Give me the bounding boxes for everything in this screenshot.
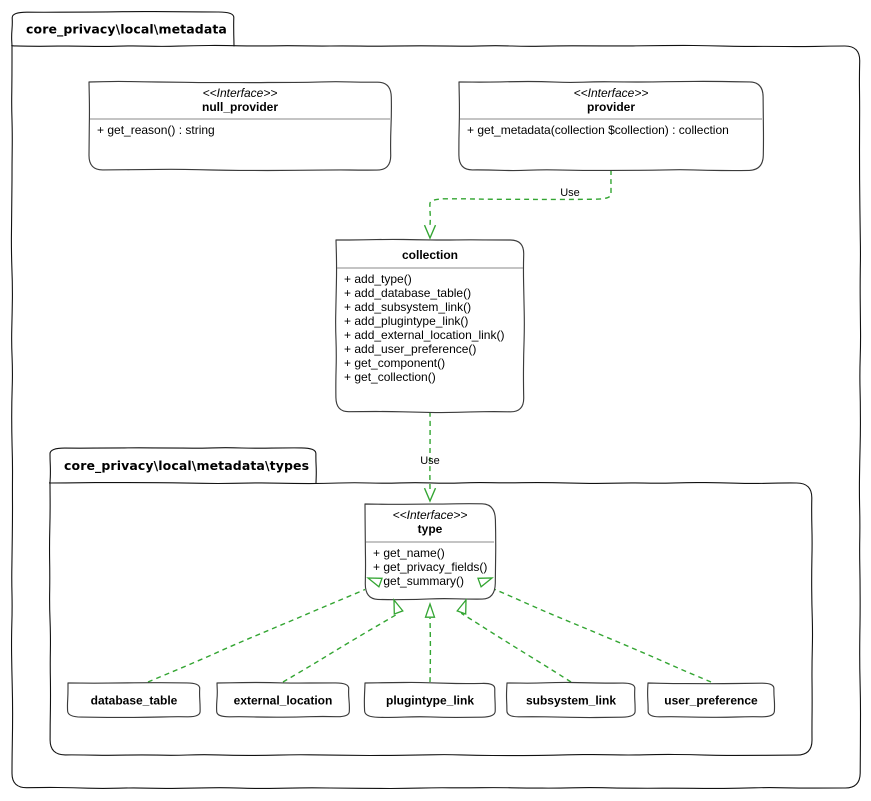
arrowhead-realization-user-preference (477, 577, 494, 588)
class-box-border (216, 681, 350, 718)
arrowhead-realization-database-table (366, 577, 383, 588)
class-box-plugintype-link[interactable]: plugintype_link (363, 681, 496, 719)
class-box-user-preference[interactable]: user_preference (647, 682, 776, 718)
class-box-background (89, 82, 391, 170)
class-name: null_provider (202, 100, 278, 114)
arrowhead-use-type (423, 487, 437, 503)
class-name: provider (587, 100, 635, 114)
arrowhead-realization-external-location (393, 598, 404, 615)
class-stereotype: <<Interface>> (574, 86, 649, 100)
class-box-background (217, 683, 349, 717)
class-member: + add_database_table() (344, 286, 471, 300)
class-member: + get_reason() : string (97, 123, 215, 137)
realization-subsystem-link-to-type (460, 612, 572, 683)
class-member: + add_user_preference() (344, 342, 476, 356)
class-box-background (365, 504, 495, 599)
class-stereotype: <<Interface>> (203, 86, 278, 100)
class-boxes-layer: <<Interface>>null_provider+ get_reason()… (66, 80, 776, 719)
class-box-collection[interactable]: collection + add_type()+ add_database_tab… (335, 238, 525, 414)
class-box-background (336, 240, 524, 412)
package-label: core_privacy\local\metadata (26, 22, 227, 38)
arrowheads-layer (366, 224, 494, 618)
class-name: user_preference (664, 694, 758, 708)
edge-label: Use (560, 187, 580, 199)
class-box-border (458, 80, 765, 172)
class-member: + get_privacy_fields() (373, 560, 487, 574)
class-box-external-location[interactable]: external_location (216, 681, 350, 718)
arrowhead-realization-plugintype-link (424, 601, 436, 618)
package-core-privacy-local-metadata[interactable]: core_privacy\local\metadata (10, 11, 862, 790)
class-box-database-table[interactable]: database_table (66, 682, 201, 719)
class-box-border (364, 503, 497, 601)
class-box-border (505, 681, 636, 719)
class-name: type (418, 522, 443, 536)
class-name: plugintype_link (386, 694, 474, 708)
class-box-background (365, 683, 495, 717)
realization-user-preference-to-type (478, 582, 712, 683)
class-box-background (68, 683, 200, 717)
class-box-background (648, 683, 774, 717)
class-box-border (66, 682, 201, 719)
realization-database-table-to-type (147, 582, 382, 683)
arrowhead-realization-subsystem-link (456, 598, 467, 615)
class-member: + add_plugintype_link() (344, 314, 468, 328)
class-member: + add_type() (344, 272, 412, 286)
edge-label: Use (420, 455, 440, 467)
class-stereotype: <<Interface>> (393, 508, 468, 522)
class-member: + get_summary() (373, 574, 464, 588)
package-body-shape (48, 481, 814, 757)
class-name: database_table (91, 694, 178, 708)
arrowhead-use-collection (423, 224, 437, 240)
class-box-border (335, 238, 525, 414)
class-member: + add_external_location_link() (344, 328, 504, 342)
realization-external-location-to-type (282, 612, 400, 683)
relation-label-use-provider-collection: Use (560, 187, 580, 199)
class-box-background (459, 82, 763, 170)
package-label: core_privacy\local\metadata\types (64, 458, 309, 474)
class-member: + get_metadata(collection $collection) :… (467, 123, 729, 137)
package-core-privacy-local-metadata-types[interactable]: core_privacy\local\metadata\types (48, 447, 814, 757)
package-body-shape (10, 44, 862, 790)
class-name: collection (402, 248, 458, 262)
class-box-null-provider[interactable]: <<Interface>>null_provider + get_reason()… (88, 80, 392, 172)
class-name: subsystem_link (526, 694, 616, 708)
class-box-border (88, 80, 392, 172)
class-member: + get_name() (373, 546, 445, 560)
class-box-background (507, 683, 635, 717)
package-tab-shape (11, 11, 235, 47)
class-member: + add_subsystem_link() (344, 300, 471, 314)
class-box-subsystem-link[interactable]: subsystem_link (505, 681, 636, 719)
relation-label-use-collection-type: Use (420, 455, 440, 467)
class-box-provider[interactable]: <<Interface>>provider + get_metadata(coll… (458, 80, 765, 172)
relations-layer (147, 170, 712, 683)
class-box-type[interactable]: <<Interface>>type + get_name()+ get_priva… (364, 503, 497, 601)
dependency-provider-to-collection (429, 170, 612, 227)
class-box-border (647, 682, 776, 718)
class-name: external_location (234, 694, 333, 708)
package-tab-shape (49, 447, 317, 484)
class-box-border (363, 681, 496, 719)
class-member: + get_collection() (344, 370, 436, 384)
class-member: + get_component() (344, 356, 445, 370)
